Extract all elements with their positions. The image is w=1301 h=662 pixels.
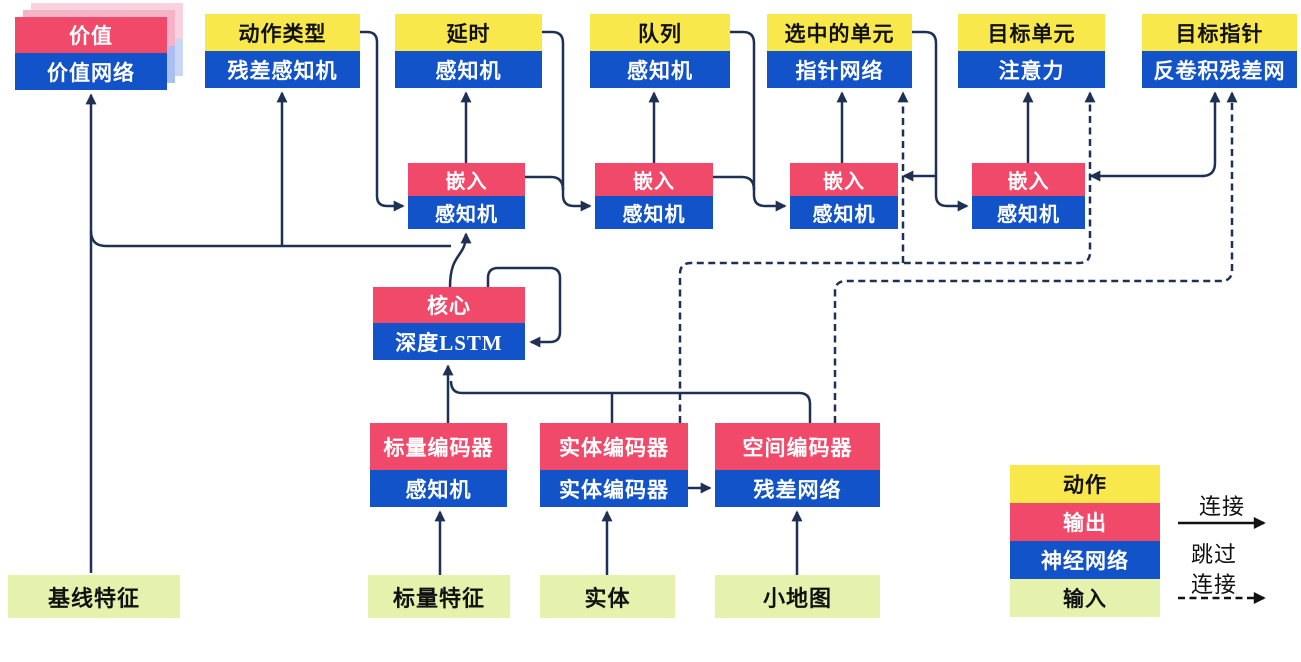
solid-connections — [85, 30, 1221, 575]
node-target-pointer: 目标指针 反卷积残差网 — [1142, 14, 1297, 88]
node-embedding-2: 嵌入 感知机 — [595, 163, 713, 229]
embedding-1-label: 嵌入 — [408, 163, 525, 196]
embedding-3-label: 嵌入 — [790, 163, 898, 196]
input-minimap: 小地图 — [715, 575, 880, 618]
node-spatial-encoder: 空间编码器 残差网络 — [715, 423, 880, 507]
node-value: 价值 价值网络 — [15, 17, 167, 90]
legend-network-label: 神经网络 — [1010, 541, 1160, 579]
target-unit-label: 目标单元 — [958, 14, 1105, 51]
queue-label: 队列 — [590, 14, 730, 51]
scalar-encoder-label: 标量编码器 — [370, 423, 507, 470]
embedding-2-network-label: 感知机 — [595, 196, 713, 229]
legend-output-label: 输出 — [1010, 503, 1160, 541]
entity-encoder-label: 实体编码器 — [540, 423, 688, 470]
target-pointer-label: 目标指针 — [1142, 14, 1297, 51]
core-label: 核心 — [373, 287, 525, 323]
node-queue: 队列 感知机 — [590, 14, 730, 88]
delay-label: 延时 — [395, 14, 542, 51]
scalar-encoder-network-label: 感知机 — [370, 470, 507, 507]
legend-skip-label-line1: 跳过 — [1190, 542, 1237, 567]
node-scalar-encoder: 标量编码器 感知机 — [370, 423, 507, 507]
node-delay: 延时 感知机 — [395, 14, 542, 88]
input-scalar-features: 标量特征 — [368, 575, 510, 618]
spatial-encoder-label: 空间编码器 — [715, 423, 880, 470]
action-type-label: 动作类型 — [205, 14, 360, 51]
legend-swatches: 动作 输出 神经网络 输入 — [1010, 465, 1160, 617]
delay-network-label: 感知机 — [395, 51, 542, 88]
node-target-unit: 目标单元 注意力 — [958, 14, 1105, 88]
target-pointer-network-label: 反卷积残差网 — [1142, 51, 1297, 88]
embedding-3-network-label: 感知机 — [790, 196, 898, 229]
node-embedding-1: 嵌入 感知机 — [408, 163, 525, 229]
legend-input-label: 输入 — [1010, 579, 1160, 617]
skip-connections — [678, 91, 1238, 423]
spatial-encoder-network-label: 残差网络 — [715, 470, 880, 507]
value-network-label: 价值网络 — [15, 53, 167, 90]
legend-action-label: 动作 — [1010, 465, 1160, 503]
legend-arrows — [1178, 517, 1266, 604]
node-embedding-3: 嵌入 感知机 — [790, 163, 898, 229]
embedding-4-label: 嵌入 — [972, 163, 1085, 196]
selected-units-network-label: 指针网络 — [767, 51, 912, 88]
target-unit-network-label: 注意力 — [958, 51, 1105, 88]
core-network-label: 深度LSTM — [373, 323, 525, 360]
node-action-type: 动作类型 残差感知机 — [205, 14, 360, 88]
legend-skip-label-line2: 连接 — [1190, 572, 1237, 597]
embedding-2-label: 嵌入 — [595, 163, 713, 196]
selected-units-label: 选中的单元 — [767, 14, 912, 51]
entity-encoder-network-label: 实体编码器 — [540, 470, 688, 507]
node-core: 核心 深度LSTM — [373, 287, 525, 360]
node-entity-encoder: 实体编码器 实体编码器 — [540, 423, 688, 507]
node-embedding-4: 嵌入 感知机 — [972, 163, 1085, 229]
value-output-label: 价值 — [15, 17, 167, 53]
node-selected-units: 选中的单元 指针网络 — [767, 14, 912, 88]
embedding-4-network-label: 感知机 — [972, 196, 1085, 229]
embedding-1-network-label: 感知机 — [408, 196, 525, 229]
queue-network-label: 感知机 — [590, 51, 730, 88]
legend-solid-connection-label: 连接 — [1198, 494, 1245, 519]
action-type-network-label: 残差感知机 — [205, 51, 360, 88]
input-entities: 实体 — [540, 575, 675, 618]
input-baseline-features: 基线特征 — [8, 575, 180, 618]
